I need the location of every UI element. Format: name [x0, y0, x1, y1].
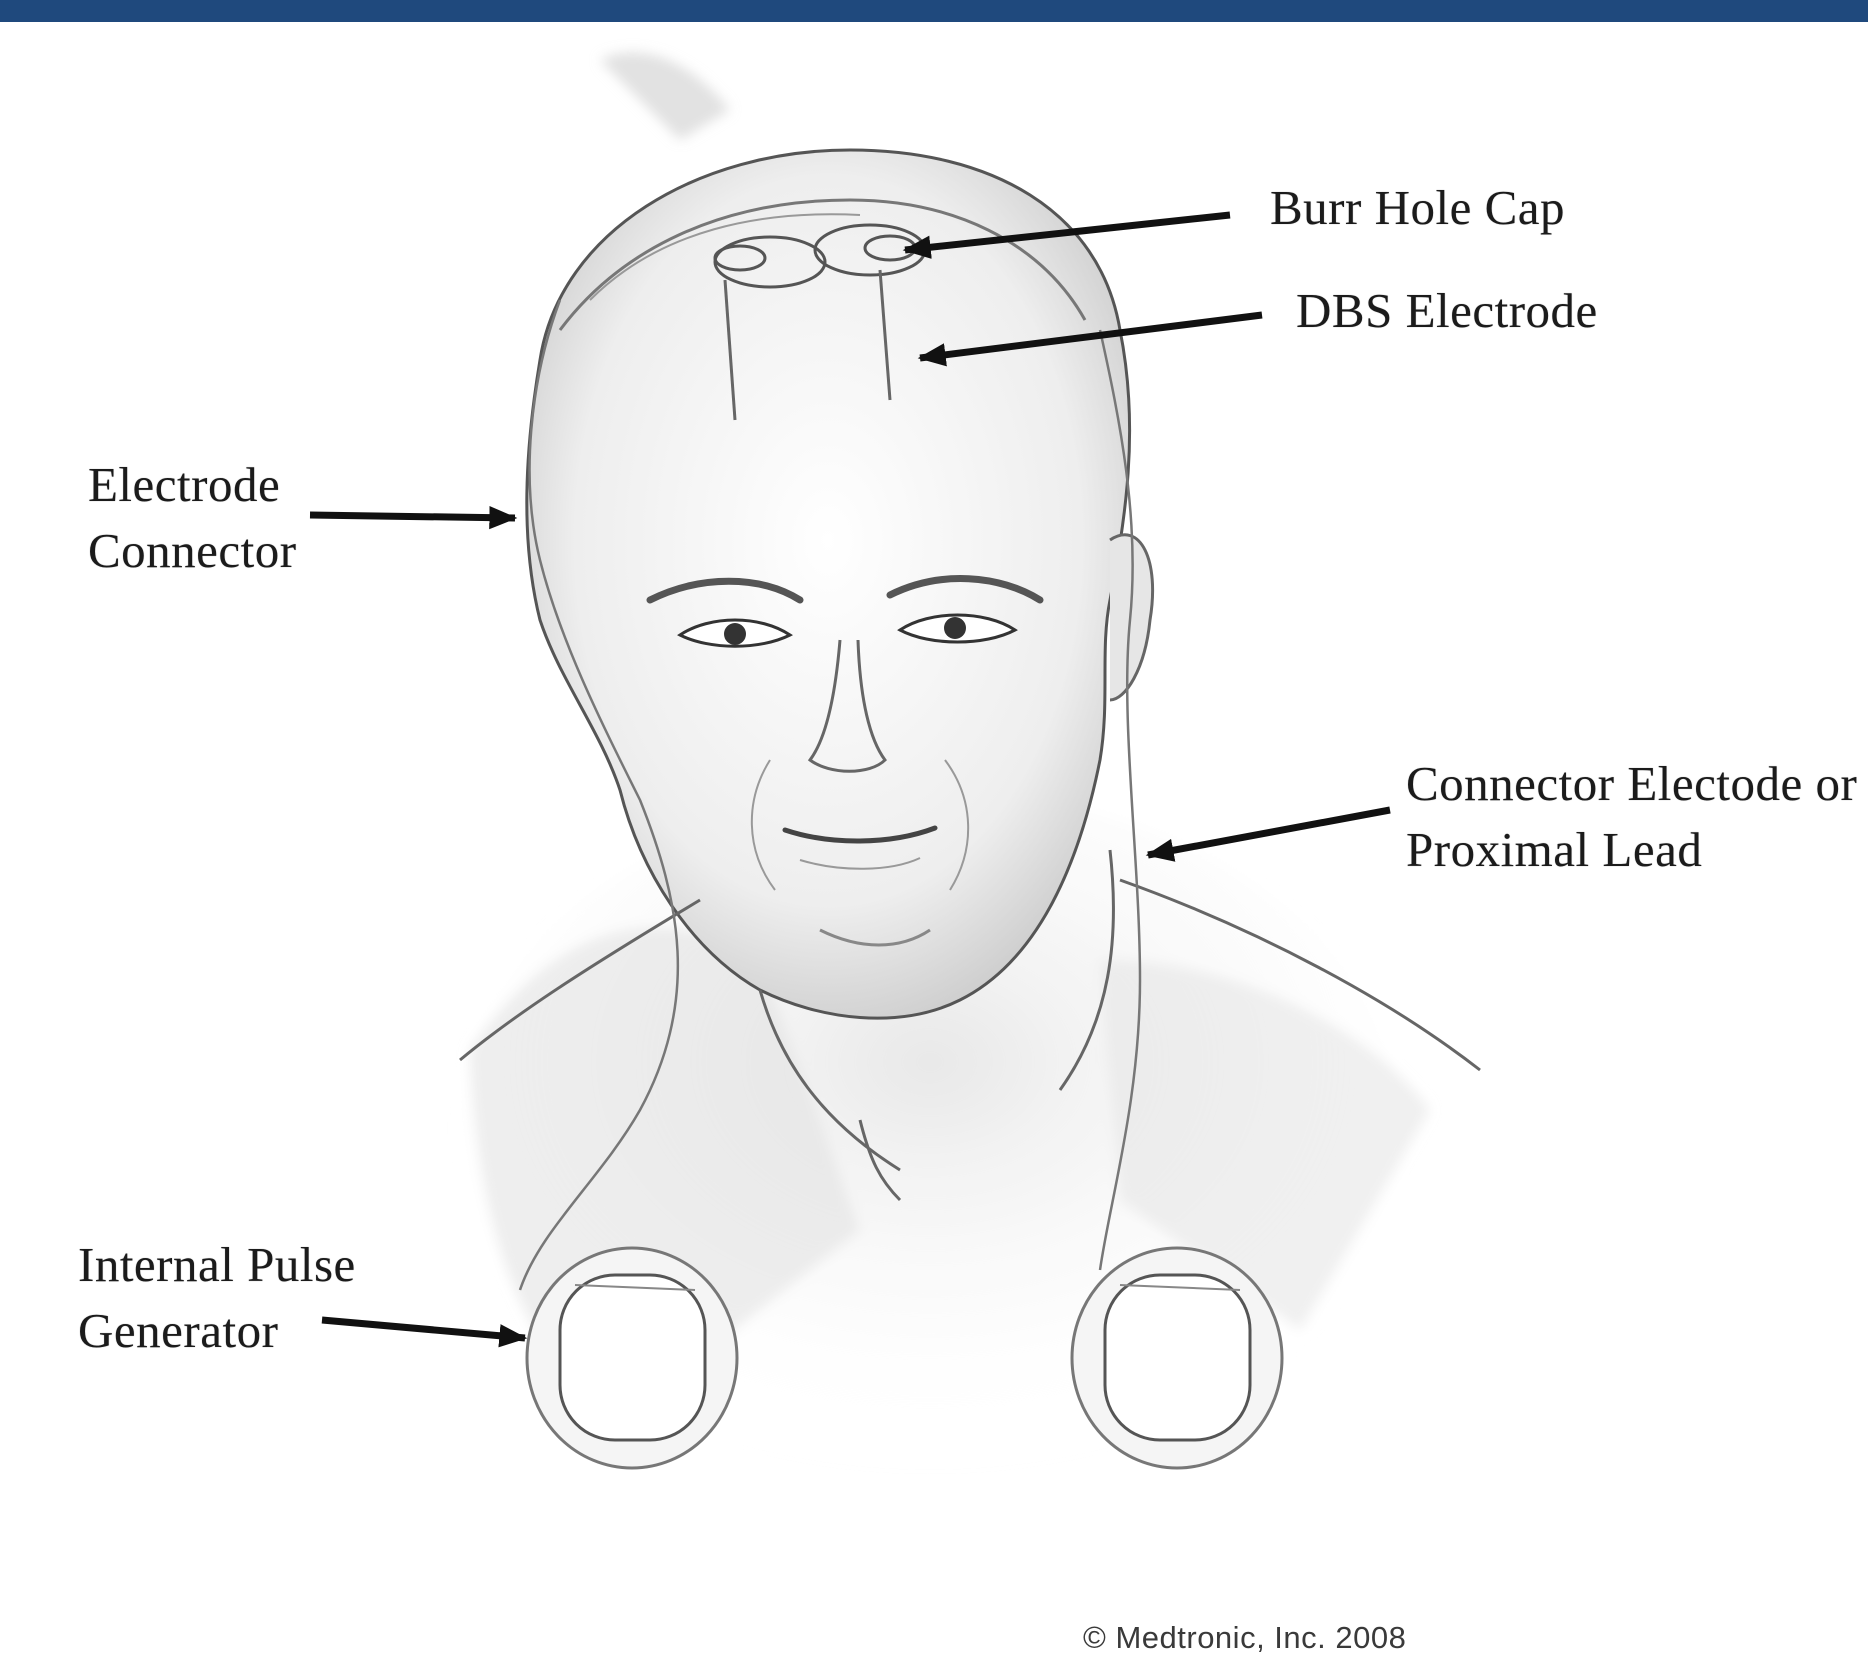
- label-burr-hole-cap-text: Burr Hole Cap: [1270, 175, 1565, 241]
- label-ipg-line2: Generator: [78, 1298, 356, 1364]
- label-burr-hole-cap: Burr Hole Cap: [1270, 175, 1565, 241]
- arrow-proximal-lead: [1148, 810, 1390, 855]
- label-electrode-connector-line1: Electrode: [88, 452, 297, 518]
- ipg-left: [527, 1248, 737, 1468]
- label-dbs-electrode-text: DBS Electrode: [1296, 278, 1598, 344]
- copyright-notice: © Medtronic, Inc. 2008: [1083, 1620, 1406, 1656]
- banner-strip: [0, 0, 1868, 22]
- label-proximal-lead-line2: Proximal Lead: [1406, 817, 1868, 883]
- arrow-electrode-connector: [310, 515, 515, 518]
- label-proximal-lead: Connector Electode or Proximal Lead: [1406, 751, 1868, 883]
- label-dbs-electrode: DBS Electrode: [1296, 278, 1598, 344]
- label-internal-pulse-generator: Internal Pulse Generator: [78, 1232, 356, 1364]
- label-electrode-connector-line2: Connector: [88, 518, 297, 584]
- ipg-right: [1072, 1248, 1282, 1468]
- label-ipg-line1: Internal Pulse: [78, 1232, 356, 1298]
- label-proximal-lead-line1: Connector Electode or: [1406, 751, 1868, 817]
- label-electrode-connector: Electrode Connector: [88, 452, 297, 584]
